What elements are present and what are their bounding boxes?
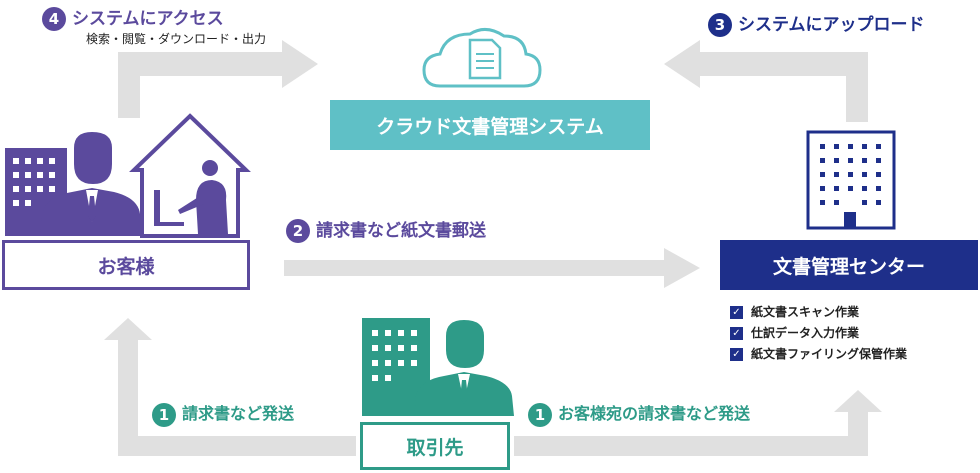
task-label: 紙文書スキャン作業 (751, 305, 860, 319)
task-label: 仕訳データ入力作業 (751, 326, 860, 340)
step-send-customer-label: 1 請求書など発送 (152, 400, 294, 427)
checkbox-icon: ✓ (730, 348, 743, 361)
step-upload-title: システムにアップロード (738, 15, 925, 35)
step-number-badge: 1 (152, 402, 176, 427)
step-number-badge: 3 (708, 13, 732, 37)
step-mail-title: 請求書など紙文書郵送 (316, 221, 486, 241)
task-item: ✓ 紙文書ファイリング保管作業 (730, 344, 907, 365)
arrow-partner-to-center (514, 390, 882, 456)
step-number-badge: 2 (286, 219, 310, 243)
customer-node: お客様 (2, 240, 250, 290)
task-item: ✓ 仕訳データ入力作業 (730, 323, 907, 344)
arrow-customer-to-cloud (118, 40, 318, 118)
arrow-partner-to-customer (104, 318, 356, 456)
step-access-label: 4 システムにアクセス (42, 4, 224, 31)
step-mail-label: 2 請求書など紙文書郵送 (286, 216, 486, 243)
office-building-icon (806, 130, 896, 230)
step-send-center-title: お客様宛の請求書など発送 (558, 404, 751, 423)
step-access-title: システムにアクセス (72, 9, 224, 29)
cloud-system-node: クラウド文書管理システム (330, 100, 650, 150)
task-label: 紙文書ファイリング保管作業 (751, 347, 908, 361)
step-number-badge: 4 (42, 7, 66, 31)
step-access-subtitle: 検索・閲覧・ダウンロード・出力 (86, 32, 267, 46)
step-send-center-label: 1 お客様宛の請求書など発送 (528, 400, 750, 427)
step-send-customer-title: 請求書など発送 (182, 404, 295, 423)
checkbox-icon: ✓ (730, 327, 743, 340)
businessman-icon (414, 320, 514, 416)
document-center-node: 文書管理センター (720, 240, 978, 290)
home-worker-icon (129, 113, 251, 238)
businessman-icon (40, 132, 142, 236)
checkbox-icon: ✓ (730, 306, 743, 319)
cloud-document-icon (422, 28, 542, 88)
task-item: ✓ 紙文書スキャン作業 (730, 302, 907, 323)
step-upload-label: 3 システムにアップロード (708, 10, 925, 37)
arrow-customer-to-center (284, 248, 700, 288)
partner-node: 取引先 (360, 422, 510, 470)
center-task-list: ✓ 紙文書スキャン作業 ✓ 仕訳データ入力作業 ✓ 紙文書ファイリング保管作業 (730, 302, 907, 365)
step-number-badge: 1 (528, 402, 552, 427)
arrow-center-to-cloud (664, 40, 868, 122)
